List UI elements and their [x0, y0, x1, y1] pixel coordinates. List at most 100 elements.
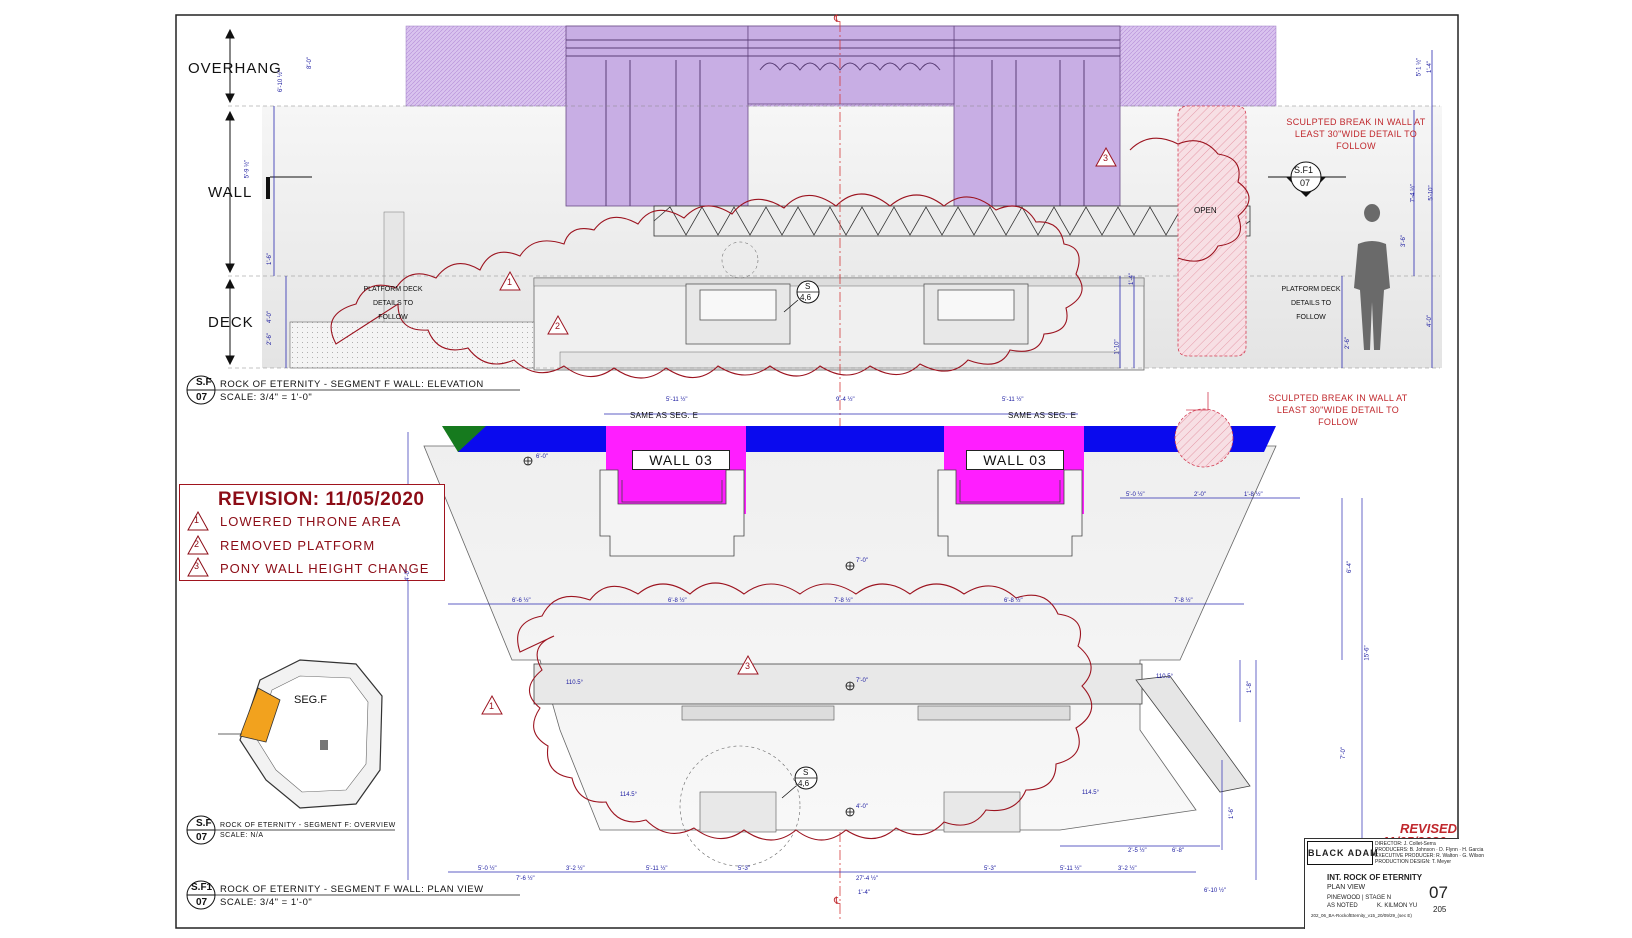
dim-elev-13: 4'-0" [1426, 315, 1433, 327]
detail-tag-2-top: S [803, 768, 809, 777]
zone-label-wall: WALL [208, 184, 253, 201]
dim-plan-22: 5'-11 ½" [646, 866, 668, 872]
rev-marker-2: 2 [555, 321, 561, 331]
title-block-drawn: K. KILMON YU [1377, 903, 1418, 909]
dim-plan-23: 5'-3" [738, 866, 750, 872]
revision-item-1-num: 1 [194, 515, 200, 525]
note-same-as-1: SAME AS SEG. E [630, 411, 699, 420]
dim-elev-15: 1'-4" [1128, 273, 1135, 285]
note-open: OPEN [1194, 206, 1217, 215]
note-sculpted-break-1: SCULPTED BREAK IN WALL AT LEAST 30"WIDE … [1286, 117, 1426, 151]
plan-tag-top: S.F1 [191, 882, 213, 893]
zone-label-deck: DECK [208, 314, 254, 331]
centerline-symbol-bottom: ℄ [834, 896, 841, 907]
dim-plan-5: 6'-6 ½" [512, 598, 531, 604]
label-wall03-left: WALL 03 [632, 450, 730, 470]
dim-top-2: 9'-4 ½" [836, 397, 855, 403]
overview-scale: SCALE: N/A [220, 832, 264, 839]
dim-plan-10: 5'-0 ½" [1126, 492, 1145, 498]
dim-plan-25: 1'-4" [858, 890, 870, 896]
dim-plan-6: 6'-8 ½" [668, 598, 687, 604]
dim-plan-14: 15'-6" [1364, 645, 1371, 661]
revision-box: REVISION: 11/05/2020 1 LOWERED THRONE AR… [179, 484, 445, 581]
section-tag-bottom: 07 [1300, 178, 1311, 188]
dim-plan-17: 1'-6" [1228, 807, 1235, 819]
plan-title: ROCK OF ETERNITY - SEGMENT F WALL: PLAN … [220, 884, 484, 895]
revision-markers [481, 146, 1117, 715]
dim-top-1: 5'-11 ½" [666, 397, 688, 403]
dim-elev-5: 4'-0" [266, 311, 273, 323]
overview-seg-label: SEG.F [294, 694, 328, 706]
overview-tag-bottom: 07 [196, 832, 208, 843]
elevation-title: ROCK OF ETERNITY - SEGMENT F WALL: ELEVA… [220, 379, 484, 390]
dim-elev-3: 5'-9 ½" [244, 159, 251, 179]
title-block-producers: PRODUCERS: B. Johnson · D. Flynn · H. Ga… [1375, 847, 1484, 853]
rev-marker-1: 1 [507, 277, 513, 287]
dim-plan-7: 7'-8 ½" [834, 598, 853, 604]
note-same-as-2: SAME AS SEG. E [1008, 411, 1077, 420]
dim-elev-11: 5'-10" [1428, 185, 1435, 201]
dim-elev-4: 1'-6" [266, 253, 273, 265]
throne-right [937, 426, 1084, 557]
revision-item-2-text: REMOVED PLATFORM [220, 538, 376, 553]
title-block-logo: BLACK ADAM [1307, 841, 1378, 865]
dim-plan-12: 1'-8 ½" [1244, 492, 1263, 498]
dim-plan-4: 4'-0" [856, 804, 868, 810]
dim-elev-6: 2'-6" [266, 333, 273, 345]
plan-tag-bottom: 07 [196, 897, 208, 908]
dim-plan-34: 114.5° [620, 792, 637, 798]
dim-plan-27: 5'-11 ½" [1060, 866, 1082, 872]
section-tag-top: S.F1 [1294, 165, 1314, 175]
section-cut-tag [1268, 161, 1346, 197]
dim-elev-2: 6'-10 ½" [277, 70, 284, 92]
dim-plan-15: 7'-0" [1340, 747, 1347, 759]
note-platform-right: PLATFORM DECK DETAILS TO FOLLOW [1281, 286, 1341, 321]
dim-elev-1: 8'-0" [306, 57, 313, 69]
dim-plan-16: 1'-8" [1246, 681, 1253, 693]
dim-plan-30: 2'-5 ½" [1128, 848, 1147, 854]
dim-plan-35: 114.5° [1082, 790, 1099, 796]
dim-elev-7: 1'-10" [1114, 339, 1121, 355]
dim-plan-31: 6'-8" [1172, 848, 1184, 854]
dim-elev-12: 3'-6" [1400, 235, 1407, 247]
revision-item-3-icon [187, 557, 209, 577]
dim-top-3: 5'-11 ½" [1002, 397, 1024, 403]
title-block-scale: AS NOTED [1327, 903, 1358, 909]
rev-marker-3: 3 [1103, 153, 1109, 163]
title-block-set-name: INT. ROCK OF ETERNITY [1327, 873, 1423, 882]
dim-plan-33: 110.5° [1156, 674, 1173, 680]
plan-scale: SCALE: 3/4" = 1'-0" [220, 897, 313, 908]
zone-label-overhang: OVERHANG [188, 60, 282, 77]
dim-plan-3: 7'-0" [856, 678, 868, 684]
overview-tag-top: S.F [196, 818, 212, 829]
dim-plan-2: 7'-0" [856, 558, 868, 564]
rev-marker-4: 1 [489, 701, 495, 711]
title-block-director: DIRECTOR: J. Collet-Serra [1375, 841, 1436, 847]
revision-item-2-num: 2 [194, 539, 200, 549]
dim-plan-24: 27'-4 ½" [856, 876, 878, 882]
title-block-sheet-name: PLAN VIEW [1327, 884, 1366, 891]
title-block-file: 202_06_BA-RockofEternity_v15_20/09/29_(s… [1311, 913, 1412, 918]
detail-tag-1-top: S [805, 282, 811, 291]
revision-item-3-text: PONY WALL HEIGHT CHANGE [220, 561, 430, 576]
detail-tag-2-bottom: 4,6 [798, 779, 810, 788]
detail-tag-plan [781, 766, 818, 799]
revision-item-2-icon [187, 535, 209, 555]
level-markers [523, 456, 855, 817]
elevation-drawing [225, 22, 1442, 920]
dim-elev-10: 7'-4 ½" [1410, 183, 1417, 203]
throne-left [599, 426, 746, 557]
dim-plan-19: 5'-0 ½" [478, 866, 497, 872]
title-block-stage: PINEWOOD | STAGE N [1327, 895, 1392, 901]
dim-plan-1: 6'-0" [536, 454, 548, 460]
overview-plan [218, 659, 383, 809]
dim-plan-21: 3'-2 ½" [566, 866, 585, 872]
detail-tag-elevation [783, 280, 820, 313]
note-platform-left: PLATFORM DECK DETAILS TO FOLLOW [363, 286, 423, 321]
title-block-design: PRODUCTION DESIGN: T. Meyer [1375, 859, 1452, 865]
human-scale-figure [1354, 204, 1390, 350]
revision-item-3-num: 3 [194, 561, 200, 571]
title-block-sheet-num: 07 [1429, 883, 1448, 902]
elevation-tag-top: S.F [196, 377, 212, 388]
